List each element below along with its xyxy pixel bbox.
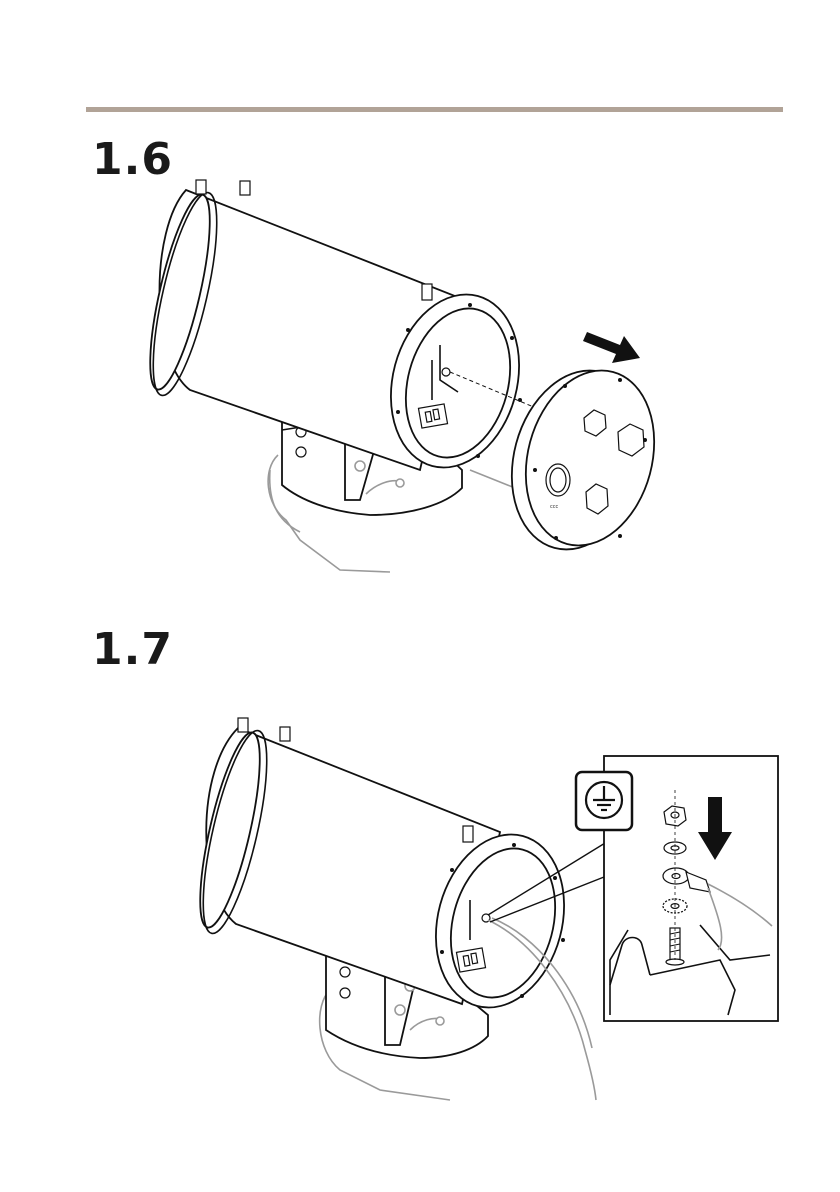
- rear-cover-illustration: ccc: [493, 356, 673, 565]
- camera-housing-illustration: [138, 180, 538, 482]
- protective-earth-icon: [576, 772, 632, 830]
- pull-direction-arrow-icon: [583, 332, 640, 363]
- step-1-7-illustration: [188, 718, 778, 1100]
- step-1-6-illustration: ccc: [138, 180, 673, 572]
- camera-housing-illustration: [188, 718, 583, 1022]
- svg-text:ccc: ccc: [550, 504, 558, 510]
